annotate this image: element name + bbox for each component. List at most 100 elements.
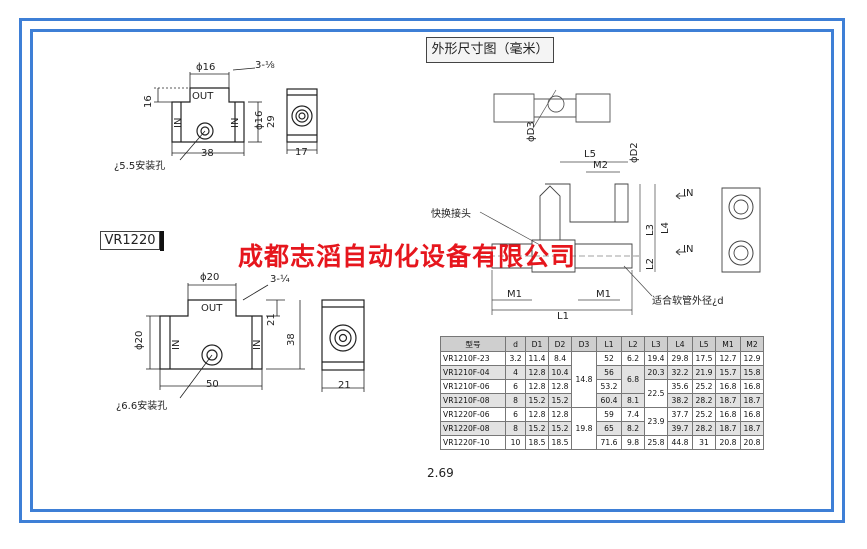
cell-l2: 8.1: [621, 393, 645, 408]
cell-d: 6: [505, 407, 526, 422]
cell-d: 6: [505, 379, 526, 394]
cell-d: 8: [505, 421, 526, 436]
cell-l1: 71.6: [596, 435, 622, 450]
vr1210-height2-label: 29: [266, 115, 277, 128]
col-header: L5: [692, 336, 716, 352]
vr1220-dia-label: ϕ20: [134, 330, 145, 350]
page-title: 外形尺寸图（毫米）: [426, 37, 554, 63]
page-number: 2.69: [427, 466, 454, 480]
cell-l1: 60.4: [596, 393, 622, 408]
vr1210-width-label: ϕ16: [196, 62, 216, 73]
vr1220-hole-label: ¿6.6安装孔: [116, 401, 168, 412]
table-row: VR1210F-08 8 15.2 15.2 60.4 8.1 38.2 28.…: [440, 393, 764, 408]
fitting-l5-label: L5: [584, 149, 596, 160]
cell-model: VR1220F-08: [440, 421, 506, 436]
cell-l1: 65: [596, 421, 622, 436]
cell-m2: 16.8: [740, 407, 764, 422]
table-header-row: 型号 d D1 D2 D3 L1 L2 L3 L4 L5 M1 M2: [440, 336, 764, 352]
cell-d2: 12.8: [548, 379, 572, 394]
vr1210-front-view: [154, 67, 262, 161]
vr1220-port-label: 3-¼: [270, 274, 290, 285]
cell-d2: 8.4: [548, 351, 572, 366]
cell-l5: 25.2: [692, 407, 716, 422]
cell-l4: 32.2: [667, 365, 693, 380]
fitting-in-label-bottom: IN: [683, 244, 694, 255]
cell-l4: 35.6: [667, 379, 693, 394]
cell-l4: 39.7: [667, 421, 693, 436]
col-header: L2: [621, 336, 645, 352]
col-header: D1: [525, 336, 549, 352]
cell-l5: 31: [692, 435, 716, 450]
fitting-l2-label: L2: [645, 258, 656, 270]
cell-l3: 20.3: [644, 365, 668, 380]
col-header: d: [505, 336, 526, 352]
cell-model: VR1210F-08: [440, 393, 506, 408]
cell-m1: 18.7: [715, 393, 741, 408]
cell-d1: 15.2: [525, 393, 549, 408]
cell-l2: 8.2: [621, 421, 645, 436]
cell-l5: 17.5: [692, 351, 716, 366]
cell-l1: 56: [596, 365, 622, 380]
vr1220-front-view: [146, 283, 305, 399]
vr1210-out-label: OUT: [192, 91, 214, 102]
table-row: VR1220F-08 8 15.2 15.2 65 8.2 39.7 28.2 …: [440, 421, 764, 436]
cell-l3-merged: 23.9: [644, 407, 668, 436]
cell-l1: 59: [596, 407, 622, 422]
cell-m2: 15.8: [740, 365, 764, 380]
fitting-d2-label: ϕD2: [629, 142, 640, 163]
inner-border: [30, 29, 834, 512]
outer-border: [19, 18, 845, 523]
cell-l2-merged: 6.8: [621, 365, 645, 394]
cell-m1: 20.8: [715, 435, 741, 450]
cell-l3-merged: 22.5: [644, 379, 668, 408]
cell-d1: 11.4: [525, 351, 549, 366]
cell-d3-merged: 14.8: [571, 351, 597, 408]
vr1210-hole-label: ¿5.5安装孔: [114, 161, 166, 172]
cell-m2: 18.7: [740, 421, 764, 436]
cell-d: 3.2: [505, 351, 526, 366]
fitting-main-view: [479, 161, 761, 315]
cell-d: 10: [505, 435, 526, 450]
cell-l5: 25.2: [692, 379, 716, 394]
cell-l4: 38.2: [667, 393, 693, 408]
cell-l1: 53.2: [596, 379, 622, 394]
cell-model: VR1220F-10: [440, 435, 506, 450]
vr1220-in-label-right: IN: [252, 339, 263, 350]
fitting-tube-label: 适合软管外径¿d: [652, 296, 724, 307]
cell-m2: 12.9: [740, 351, 764, 366]
vr1220-out-label: OUT: [201, 303, 223, 314]
cell-d: 8: [505, 393, 526, 408]
vr1220-height2-label: 38: [286, 333, 297, 346]
vr1220-length-label: 50: [206, 379, 219, 390]
cell-l2: 7.4: [621, 407, 645, 422]
col-header: 型号: [440, 336, 506, 352]
table-row: VR1210F-04 4 12.8 10.4 56 6.8 20.3 32.2 …: [440, 365, 764, 394]
cell-d3-merged: 19.8: [571, 407, 597, 450]
cell-m2: 16.8: [740, 379, 764, 394]
col-header: L3: [644, 336, 668, 352]
cell-model: VR1210F-04: [440, 365, 506, 380]
vr1210-height-label: 16: [143, 95, 154, 108]
cell-d1: 18.5: [525, 435, 549, 450]
vr1210-port-label: 3-⅛: [255, 60, 275, 71]
vr1220-side-view: [321, 299, 365, 392]
table-row: VR1210F-23 3.2 11.4 8.4 14.8 52 6.2 19.4…: [440, 351, 764, 408]
vr1220-height-label: 21: [266, 313, 277, 326]
cell-m1: 18.7: [715, 421, 741, 436]
col-header: D3: [571, 336, 597, 352]
fitting-m1-left-label: M1: [507, 289, 522, 300]
cell-l3: 19.4: [644, 351, 668, 366]
cell-m2: 20.8: [740, 435, 764, 450]
table-row: VR1210F-06 6 12.8 12.8 53.2 22.5 35.6 25…: [440, 379, 764, 408]
fitting-l4-label: L4: [660, 222, 671, 234]
col-header: D2: [548, 336, 572, 352]
fitting-m1-right-label: M1: [596, 289, 611, 300]
col-header: M2: [740, 336, 764, 352]
cell-m1: 15.7: [715, 365, 741, 380]
fitting-connector-label: 快换接头: [431, 209, 471, 220]
fitting-d3-label: ϕD3: [526, 121, 537, 142]
cell-d2: 15.2: [548, 421, 572, 436]
cell-d2: 12.8: [548, 407, 572, 422]
cell-model: VR1210F-06: [440, 379, 506, 394]
